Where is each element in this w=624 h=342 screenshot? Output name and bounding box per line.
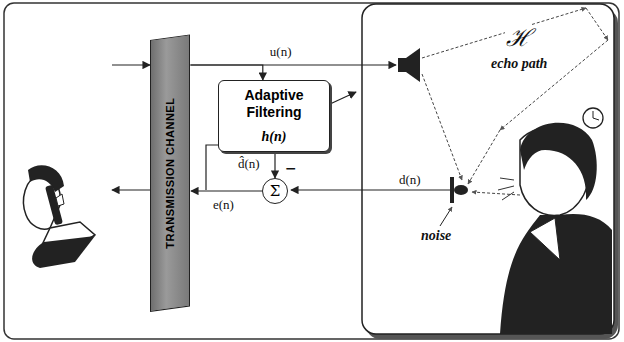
node-title: TRANSMISSION CHANNEL (164, 98, 176, 249)
noise-pointer (440, 207, 452, 226)
signal-name: d(n) (398, 172, 422, 188)
incoming-wire (112, 64, 150, 65)
signal-connector (274, 154, 275, 178)
node-subtitle: h(n) (262, 129, 287, 145)
adaptation-arrow (330, 92, 356, 104)
signal-name: e(n) (212, 197, 235, 213)
signal-connector (191, 65, 263, 80)
outgoing-wire (112, 189, 150, 190)
sum-circle: Σ (262, 178, 288, 204)
outer-frame (4, 3, 619, 339)
microphone-wire (291, 189, 450, 190)
signal-connector (191, 190, 262, 191)
clock-icon (583, 108, 603, 128)
node-title: Adaptive Filtering (228, 87, 320, 121)
error-feedback-wire (206, 145, 218, 190)
filter-box: Adaptive Filtering h(n) (218, 80, 330, 152)
echo-path-symbol: ℋ (505, 20, 532, 53)
transmission-band: TRANSMISSION CHANNEL (150, 34, 190, 312)
node-title: Σ (270, 184, 281, 199)
near-end-talker (498, 123, 612, 334)
room-panel (362, 4, 614, 334)
signal-name: d̂(n) (237, 156, 261, 172)
loudspeaker (398, 48, 420, 82)
microphone (450, 177, 468, 203)
echo-path-label: echo path (490, 56, 548, 72)
signal-name: u(n) (269, 44, 293, 60)
noise-label: noise (420, 228, 452, 244)
far-end-talker (24, 165, 95, 268)
minus-sign: − (284, 160, 298, 176)
